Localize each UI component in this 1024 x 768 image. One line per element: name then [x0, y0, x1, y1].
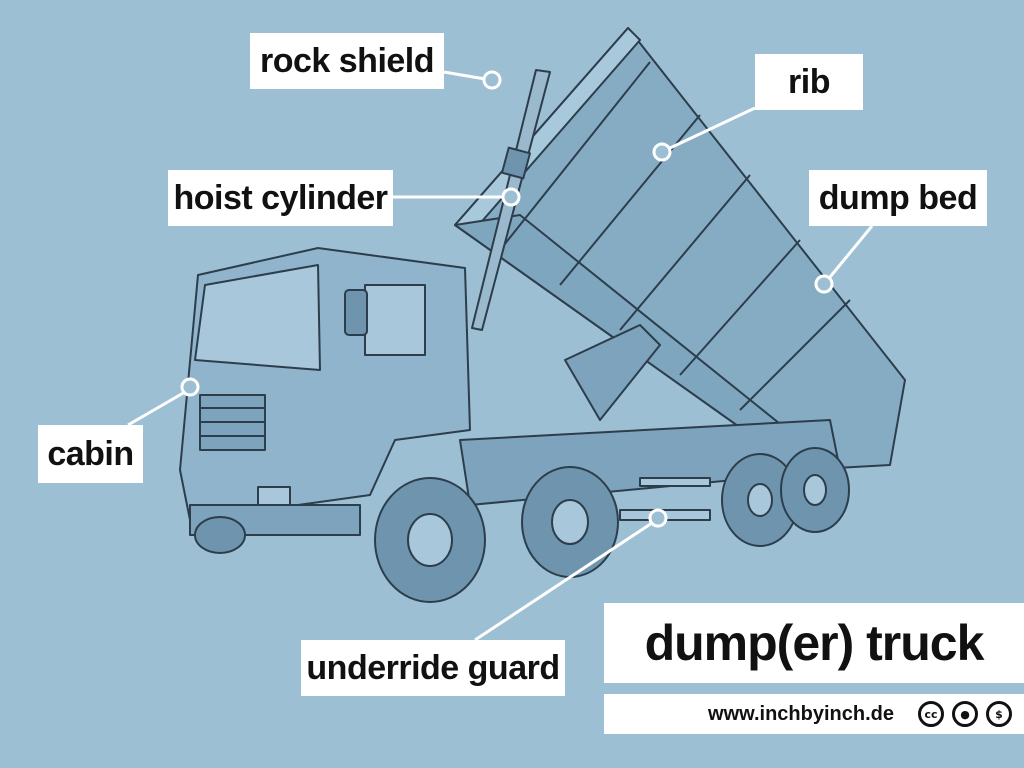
noncommercial-icon: $ — [986, 701, 1012, 727]
leader-rock-shield — [443, 70, 502, 90]
title-box: dump(er) truck — [604, 603, 1024, 683]
leader-hoist-cylinder — [393, 187, 521, 207]
label-dump-bed: dump bed — [809, 170, 987, 226]
leader-rib — [652, 106, 756, 162]
leader-cabin — [127, 377, 200, 427]
label-hoist-cylinder: hoist cylinder — [168, 170, 393, 226]
label-rib: rib — [755, 54, 863, 110]
cc-icon: cc — [918, 701, 944, 727]
diagram-title: dump(er) truck — [644, 615, 985, 671]
label-cabin: cabin — [38, 425, 143, 483]
wheels — [194, 447, 850, 603]
attribution-icon: ● — [952, 701, 978, 727]
label-rock-shield: rock shield — [250, 33, 444, 89]
cabin — [179, 247, 471, 536]
leader-dump-bed — [814, 225, 874, 294]
label-underride-guard: underride guard — [301, 640, 565, 696]
credit-bar: www.inchbyinch.de cc ● $ — [604, 694, 1024, 734]
credit-url[interactable]: www.inchbyinch.de — [708, 702, 894, 725]
leader-underride-guard — [474, 508, 668, 642]
